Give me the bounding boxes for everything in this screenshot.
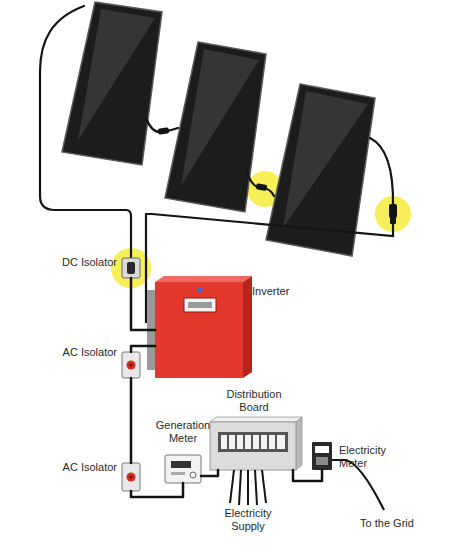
component-label: AC Isolator [45,346,117,359]
component-label: DC Isolator [45,256,117,269]
component-box: DC Isolator [122,258,140,278]
component-box: Inverter [155,282,243,378]
solar-panel [62,2,162,165]
wire-connector [131,346,155,352]
solar-panel [165,42,266,212]
ac-isolator-symbol [122,352,140,378]
component-box: Generation Meter [165,455,201,483]
wire-connector [131,483,183,497]
wire-connector [201,470,218,476]
component-label: AC Isolator [45,461,117,474]
cable-connector [158,127,397,224]
component-label: Inverter [252,285,312,298]
dc-cable [40,6,393,322]
wire-end-label: To the Grid [352,517,422,530]
wire-connector [130,378,133,463]
distribution-board-symbol [210,417,302,470]
wire-connector [293,470,322,481]
wire-end-label: Electricity Supply [212,507,284,533]
dc-isolator-symbol [122,258,140,278]
component-label: Generation Meter [149,419,217,445]
component-label: Distribution Board [214,388,294,414]
component-box: Electricity Meter [312,442,332,470]
generation-meter-symbol [165,455,201,483]
component-box: AC Isolator [122,352,140,378]
component-label: Electricity Meter [339,444,399,470]
wire-connector [131,278,155,330]
inverter-symbol [147,276,252,378]
component-box: Distribution Board [210,422,296,470]
supply-wire [230,470,266,505]
electricity-meter-symbol [312,442,332,470]
component-box: AC Isolator [122,463,140,491]
ac-isolator-symbol [122,463,140,491]
